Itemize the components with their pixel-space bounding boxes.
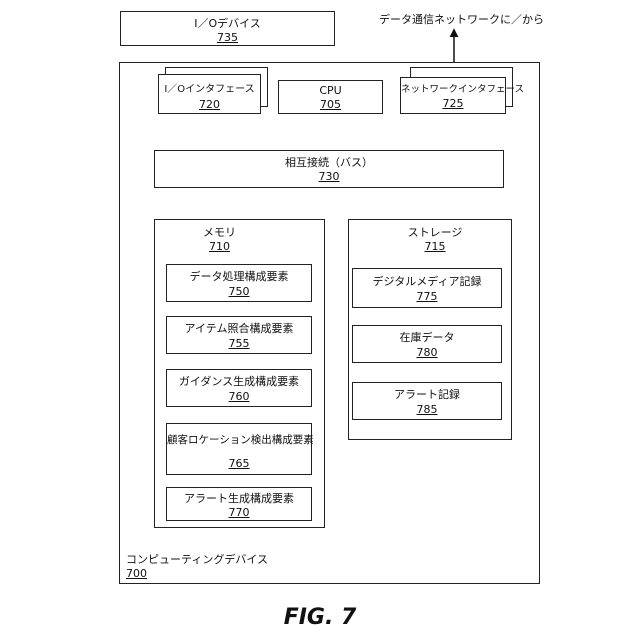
memory-component-label: データ処理構成要素: [167, 270, 311, 283]
io-interface-label: I／Oインタフェース: [159, 83, 260, 96]
memory-component-label: 顧客ロケーション検出構成要素: [167, 434, 311, 447]
network-text: データ通信ネットワークに／から: [379, 13, 544, 26]
memory-label: メモリ: [115, 226, 324, 239]
memory-component-label: アラート生成構成要素: [167, 492, 311, 505]
memory-component: 顧客ロケーション検出構成要素 765: [166, 423, 312, 475]
network-interface-label: ネットワークインタフェース: [401, 83, 505, 96]
io-device-ref: 735: [121, 31, 334, 44]
io-interface-box: I／Oインタフェース 720: [158, 74, 261, 114]
storage-item-label: アラート記録: [353, 388, 501, 401]
io-device-label: I／Oデバイス: [121, 17, 334, 30]
memory-component-label: アイテム照合構成要素: [167, 322, 311, 335]
interconnect-bus-box: 相互接続（バス） 730: [154, 150, 504, 188]
storage-item: デジタルメディア記録 775: [352, 268, 502, 308]
storage-item-ref: 785: [353, 403, 501, 416]
cpu-ref: 705: [279, 98, 382, 111]
storage-item: 在庫データ 780: [352, 325, 502, 363]
memory-component: データ処理構成要素 750: [166, 264, 312, 302]
cpu-box: CPU 705: [278, 80, 383, 114]
memory-component-ref: 755: [167, 337, 311, 350]
storage-label: ストレージ: [359, 226, 511, 239]
network-interface-ref: 725: [401, 97, 505, 110]
io-interface-ref: 720: [159, 98, 260, 111]
storage-item-ref: 780: [353, 346, 501, 359]
memory-component: ガイダンス生成構成要素 760: [166, 369, 312, 407]
memory-component-label: ガイダンス生成構成要素: [167, 375, 311, 388]
memory-component-ref: 765: [167, 457, 311, 470]
cpu-label: CPU: [279, 84, 382, 97]
interconnect-label: 相互接続（バス）: [155, 156, 503, 169]
storage-item: アラート記録 785: [352, 382, 502, 420]
interconnect-ref: 730: [155, 170, 503, 183]
io-device-box: I／Oデバイス 735: [120, 11, 335, 46]
memory-component: アラート生成構成要素 770: [166, 487, 312, 521]
network-interface-box: ネットワークインタフェース 725: [400, 77, 506, 114]
storage-ref: 715: [359, 240, 511, 253]
storage-item-label: デジタルメディア記録: [353, 275, 501, 288]
figure-label: FIG. 7: [0, 605, 640, 630]
memory-component-ref: 760: [167, 390, 311, 403]
memory-component-ref: 750: [167, 285, 311, 298]
computing-device-label: コンピューティングデバイス: [126, 553, 268, 566]
storage-item-label: 在庫データ: [353, 331, 501, 344]
computing-device-ref: 700: [126, 567, 147, 580]
memory-component-ref: 770: [167, 506, 311, 519]
storage-item-ref: 775: [353, 290, 501, 303]
memory-component: アイテム照合構成要素 755: [166, 316, 312, 354]
memory-ref: 710: [115, 240, 324, 253]
